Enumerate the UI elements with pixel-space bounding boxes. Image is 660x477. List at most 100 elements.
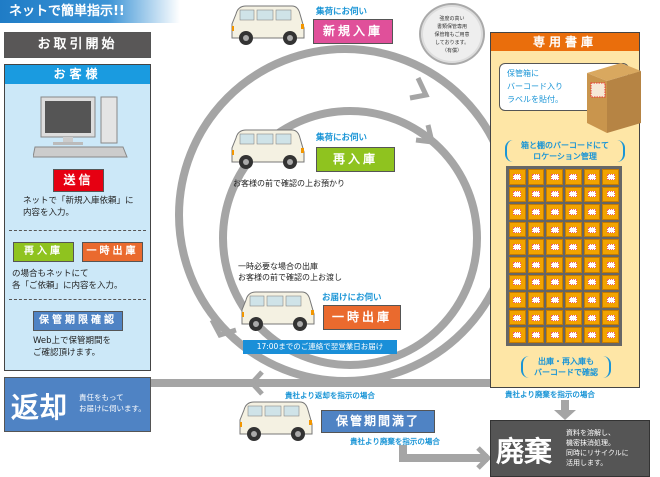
storage-box-icon <box>546 186 563 203</box>
confirm-note: 出庫・再入庫もバーコードで確認 <box>521 356 611 378</box>
return-box: 返却 責任をもってお届けに伺います。 <box>4 377 151 432</box>
storage-box-icon <box>564 257 582 273</box>
label-text: バーコード入り <box>507 82 563 91</box>
storage-box-icon <box>564 239 582 255</box>
temp-out-button[interactable]: 一時出庫 <box>82 242 143 262</box>
storage-box-icon <box>509 327 526 343</box>
storage-box-icon <box>564 169 582 185</box>
storage-box-icon <box>546 309 563 326</box>
storage-box-icon <box>546 239 563 255</box>
customer-panel: お客様 送信 ネットで「新規入庫依頼」に内容を入力。 再入庫 一時出庫 の場合も… <box>4 64 151 371</box>
box-info-badge: 強度の高い書類保管専用保管箱もご用意しております。（有償） <box>419 3 485 65</box>
reentry-label: 再入庫 <box>316 147 395 172</box>
storage-box-icon <box>546 327 563 343</box>
location-text: 箱と棚のバーコードにて <box>521 141 609 150</box>
storage-box-icon <box>564 186 582 203</box>
temp-note: お客様の前で確認の上お渡し <box>238 273 342 282</box>
storage-box-icon <box>583 169 601 185</box>
dispose-arrow-line <box>399 445 488 462</box>
storage-box-icon <box>527 186 545 203</box>
storage-box-icon <box>564 327 582 343</box>
location-text: ロケーション管理 <box>533 152 597 161</box>
storage-box-icon <box>564 221 582 238</box>
temp-note: 一時必要な場合の出庫 <box>238 262 318 271</box>
reentry-text: 各「ご依頼」に内容を入力。 <box>12 281 123 291</box>
check-text: ご確認頂けます。 <box>33 348 101 358</box>
storage-box-icon <box>527 221 545 238</box>
dispose-title: 廃棄 <box>496 435 553 468</box>
van-icon <box>238 400 314 442</box>
reentry-note: お客様の前で確認の上お預かり <box>233 179 345 188</box>
temp-out-label: 一時出庫 <box>323 305 401 330</box>
storage-box-icon <box>527 239 545 255</box>
return-title: 返却 <box>11 391 68 424</box>
van-icon <box>230 4 306 46</box>
storage-box-icon <box>546 257 563 273</box>
storage-check-button[interactable]: 保管期限確認 <box>33 311 123 331</box>
dispose-arrowhead <box>476 446 492 470</box>
badge-text: 書類保管専用 <box>436 24 467 30</box>
divider <box>9 230 146 231</box>
send-button[interactable]: 送信 <box>53 169 104 192</box>
return-text: お届けに伺います。 <box>79 404 146 413</box>
pickup-label: 集荷にお伺い <box>316 7 368 17</box>
storage-box-icon <box>602 257 619 273</box>
van-icon <box>240 290 316 332</box>
dispose-instruction: 貴社より廃棄を指示の場合 <box>350 437 440 446</box>
storage-box-icon <box>509 169 526 185</box>
van-icon <box>230 128 306 170</box>
storage-shelf <box>506 166 622 346</box>
storage-box-icon <box>583 274 601 291</box>
return-instruction: 貴社より返却を指示の場合 <box>285 391 375 400</box>
storage-box-icon <box>583 204 601 220</box>
storage-box-icon <box>509 239 526 255</box>
send-text: 内容を入力。 <box>23 208 75 218</box>
storage-box-icon <box>564 274 582 291</box>
dispose-box: 廃棄 資料を溶解し、機密抹消処理。同時にリサイクルに活用します。 <box>490 420 650 477</box>
storage-box-icon <box>602 169 619 185</box>
badge-text: しております。 <box>434 40 470 46</box>
confirm-text: バーコードで確認 <box>534 368 598 377</box>
inner-cycle-arrow <box>219 107 481 369</box>
location-note: 箱と棚のバーコードにてロケーション管理 <box>505 140 625 162</box>
storage-box-icon <box>509 257 526 273</box>
storage-box-icon <box>602 186 619 203</box>
cardboard-box-icon <box>587 63 641 133</box>
arrowhead <box>409 76 430 101</box>
storage-box-icon <box>602 274 619 291</box>
storage-box-icon <box>527 204 545 220</box>
storage-box-icon <box>564 292 582 308</box>
start-label: お取引開始 <box>4 32 151 58</box>
storage-box-icon <box>546 292 563 308</box>
return-arrowhead <box>248 370 264 396</box>
storage-box-icon <box>527 257 545 273</box>
storage-box-icon <box>509 309 526 326</box>
reentry-button[interactable]: 再入庫 <box>13 242 74 262</box>
check-text: Web上で保管期間を <box>33 336 112 346</box>
storage-box-icon <box>509 204 526 220</box>
divider <box>9 299 146 300</box>
storage-box-icon <box>583 309 601 326</box>
storage-box-icon <box>583 327 601 343</box>
storage-box-icon <box>564 204 582 220</box>
label-text: ラベルを貼付。 <box>507 95 563 104</box>
expired-label: 保管期間満了 <box>321 410 435 433</box>
storage-box-icon <box>602 327 619 343</box>
storage-box-icon <box>527 292 545 308</box>
storage-box-icon <box>527 309 545 326</box>
warehouse-title: 専用書庫 <box>491 33 639 51</box>
storage-box-icon <box>546 274 563 291</box>
deadline-banner: 17:00までのご連絡で翌営業日お届け <box>243 340 397 354</box>
warehouse-dispose-instruction: 貴社より廃棄を指示の場合 <box>505 390 595 399</box>
storage-box-icon <box>602 221 619 238</box>
send-text: ネットで「新規入庫依頼」に <box>23 196 134 206</box>
computer-icon <box>33 96 128 158</box>
banner: ネットで簡単指示!! <box>0 0 180 23</box>
delivery-label: お届けにお伺い <box>322 293 382 303</box>
label-text: 保管箱に <box>507 69 539 78</box>
storage-box-icon <box>527 327 545 343</box>
pickup-label: 集荷にお伺い <box>316 133 368 143</box>
dispose-text: 機密抹消処理。 <box>566 439 615 447</box>
storage-box-icon <box>509 186 526 203</box>
storage-box-icon <box>527 274 545 291</box>
